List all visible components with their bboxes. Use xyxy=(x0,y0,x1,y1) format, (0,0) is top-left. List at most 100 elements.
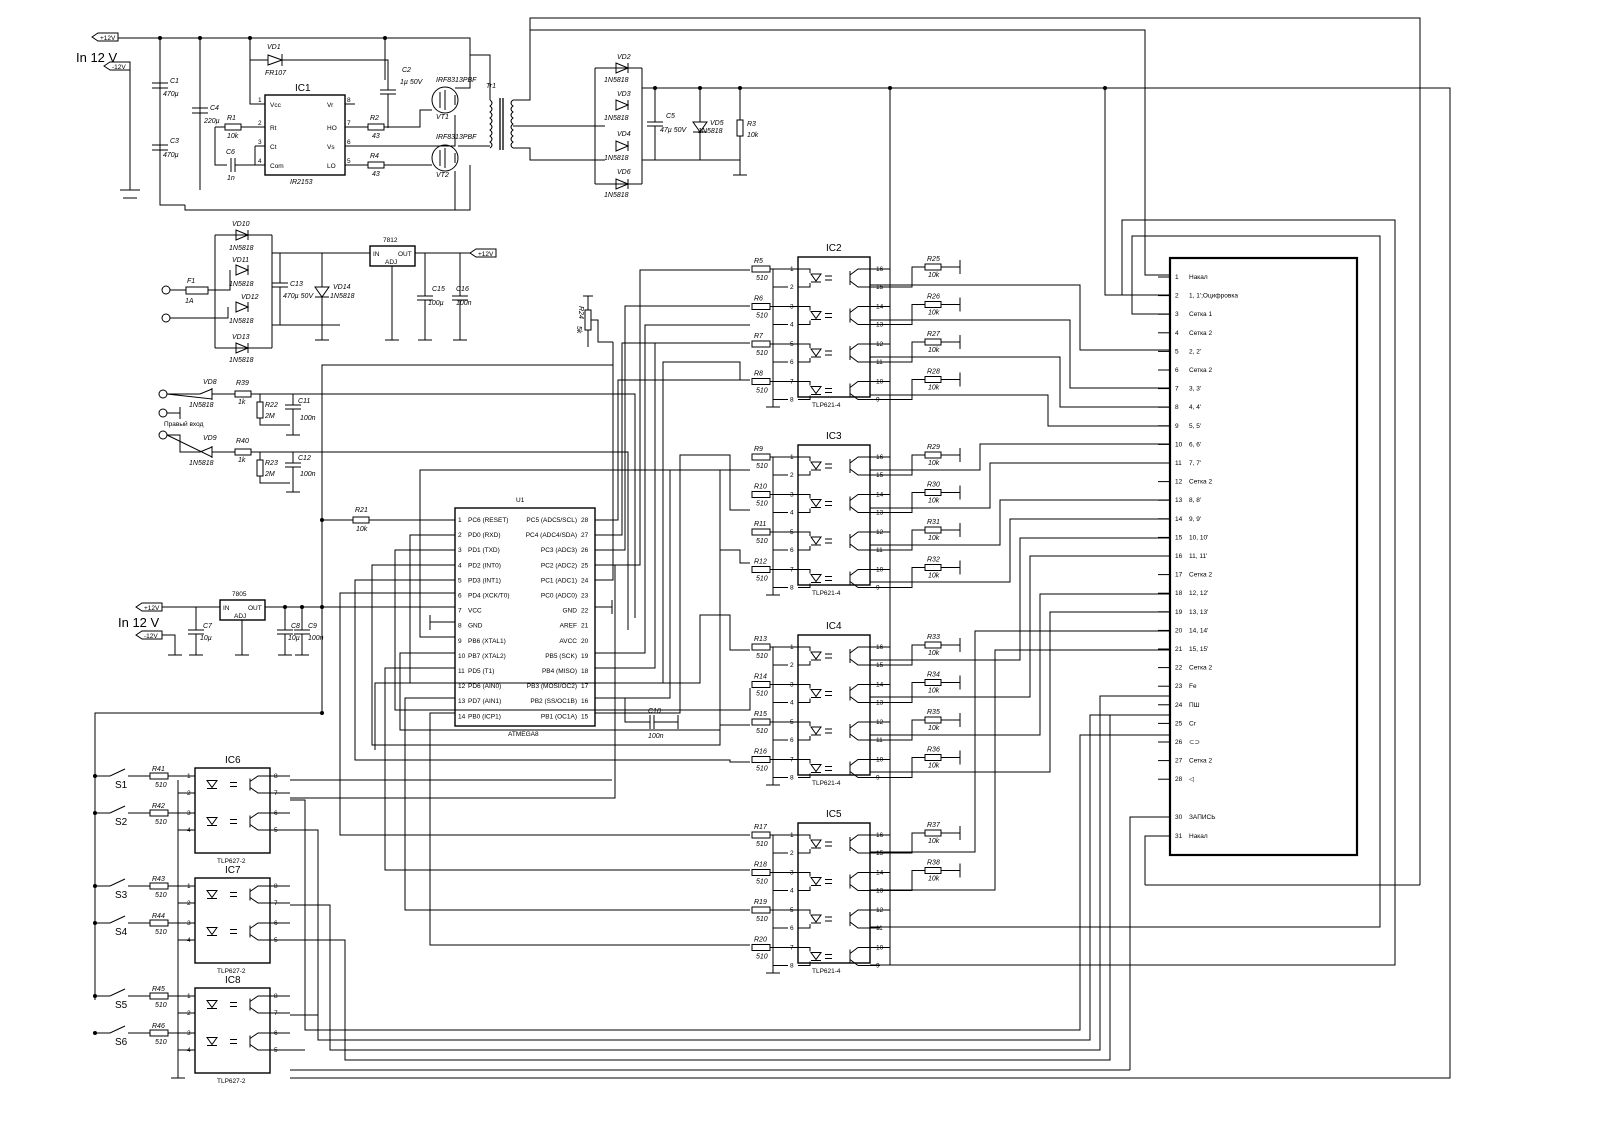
svg-text:+12V: +12V xyxy=(144,605,160,612)
svg-text:220µ: 220µ xyxy=(203,118,220,125)
connector-pin-num: 4 xyxy=(1175,330,1179,337)
tlp621-out-resistor: R25 xyxy=(927,256,940,263)
ic1-pin-num: 4 xyxy=(258,158,262,165)
connector-pin-label: 12, 12' xyxy=(1189,590,1208,597)
switch-resistor: R46 xyxy=(152,1023,165,1030)
tlp621-part: TLP621-4 xyxy=(812,590,841,597)
svg-text:+12V: +12V xyxy=(478,251,494,258)
tag-plus12-mid: +12V xyxy=(469,248,497,258)
u1-pin-num: 15 xyxy=(581,713,589,720)
u1-pin-num: 7 xyxy=(458,608,462,615)
u1-pin-num: 9 xyxy=(458,638,462,645)
ic1-pin-label: Com xyxy=(270,163,284,170)
connector-pin-num: 9 xyxy=(1175,423,1179,430)
connector-pin-num: 26 xyxy=(1175,739,1183,746)
svg-text:C5: C5 xyxy=(666,113,675,120)
connector-pin-num: 3 xyxy=(1175,311,1179,318)
connector-pin-label: Сетка 2 xyxy=(1189,330,1212,337)
svg-text:1N5818: 1N5818 xyxy=(604,155,629,162)
connector-pin-num: 22 xyxy=(1175,665,1183,672)
tlp621-out-resistor: R31 xyxy=(927,519,940,526)
svg-text:ADJ: ADJ xyxy=(385,259,397,266)
svg-text:IN: IN xyxy=(223,605,230,612)
svg-text:10k: 10k xyxy=(227,133,239,140)
svg-text:C11: C11 xyxy=(298,398,310,405)
svg-text:1N5818: 1N5818 xyxy=(229,357,254,364)
svg-text:R3: R3 xyxy=(747,121,756,128)
tlp621-in-resistor-value: 510 xyxy=(756,275,768,282)
switch-label: S5 xyxy=(115,1000,128,1011)
tlp621-in-resistor: R6 xyxy=(754,296,763,303)
ic1-pin-num: 1 xyxy=(258,97,262,104)
tlp621-pin-num: 8 xyxy=(790,775,794,782)
svg-text:43: 43 xyxy=(372,133,380,140)
u1-pin-label: PC1 (ADC1) xyxy=(541,577,577,584)
tlp621-in-resistor: R19 xyxy=(754,899,767,906)
svg-text:43: 43 xyxy=(372,171,380,178)
tlp627-part: TLP627-2 xyxy=(217,858,246,865)
u1-pin-num: 6 xyxy=(458,593,462,600)
tlp621-in-resistor-value: 510 xyxy=(756,879,768,886)
tlp621-in-resistor-value: 510 xyxy=(756,841,768,848)
bus-wires xyxy=(290,269,751,946)
ic1-pin-num: 3 xyxy=(258,139,262,146)
connector-pin-num: 2 xyxy=(1175,293,1179,300)
svg-text:1N5818: 1N5818 xyxy=(229,318,254,325)
tlp621-out-resistor-value: 10k xyxy=(928,272,940,279)
u1-pin-num: 1 xyxy=(458,517,462,524)
connector-pin-num: 13 xyxy=(1175,497,1183,504)
tlp621-in-resistor: R11 xyxy=(754,521,766,528)
connector-pin-label: 3, 3' xyxy=(1189,386,1201,393)
tlp621-out-resistor-value: 10k xyxy=(928,385,940,392)
ic1-pin-label: LO xyxy=(327,163,336,170)
tlp621-pin-num: 8 xyxy=(790,397,794,404)
switch-resistor-value: 510 xyxy=(155,929,167,936)
connector-block xyxy=(1168,256,1359,857)
u1-pin-label: PB7 (XTAL2) xyxy=(468,653,506,660)
ic1-pin-label: Ct xyxy=(270,144,277,151)
svg-text:R23: R23 xyxy=(265,460,278,467)
tlp627-chip xyxy=(194,987,271,1074)
connector-pin-label: 8, 8' xyxy=(1189,497,1201,504)
connector-pin-label: 1, 1';Оцифровка xyxy=(1189,293,1238,300)
svg-text:Tr1: Tr1 xyxy=(486,83,496,90)
ic1-part: IR2153 xyxy=(290,179,313,186)
connector-pin-label: Сетка 2 xyxy=(1189,479,1212,486)
svg-text:VT1: VT1 xyxy=(436,114,449,121)
tlp621-in-resistor-value: 510 xyxy=(756,954,768,961)
connector-pin-label: Сетка 2 xyxy=(1189,367,1212,374)
connector-pin-label: 11, 11' xyxy=(1189,553,1207,560)
tlp621-in-resistor-value: 510 xyxy=(756,501,768,508)
tlp627-name: IC7 xyxy=(225,865,241,876)
connector-pin-label: ⊂⊃ xyxy=(1189,739,1200,746)
u1-pin-num: 5 xyxy=(458,577,462,584)
u1-pin-label: PB4 (MISO) xyxy=(542,668,577,675)
svg-text:10k: 10k xyxy=(747,132,759,139)
switch-resistor: R43 xyxy=(152,876,165,883)
connector-pin-num: 18 xyxy=(1175,590,1183,597)
tlp621-in-resistor: R12 xyxy=(754,559,767,566)
tlp621-name: IC4 xyxy=(826,621,842,632)
svg-text:IRF8313PBF: IRF8313PBF xyxy=(436,134,477,141)
tlp621-in-resistor: R16 xyxy=(754,749,767,756)
svg-text:C10: C10 xyxy=(648,708,661,715)
tlp621-out-resistor: R33 xyxy=(927,634,940,641)
connector-pin-num: 10 xyxy=(1175,441,1183,448)
tlp621-chip xyxy=(797,634,871,776)
tlp621-in-resistor: R20 xyxy=(754,937,767,944)
u1-pin-label: PD1 (TXD) xyxy=(468,547,500,554)
tlp621-out-resistor: R34 xyxy=(927,672,940,679)
tlp621-out-resistor-value: 10k xyxy=(928,876,940,883)
connector-pin-label: 15, 15' xyxy=(1189,646,1208,653)
tlp621-pin-num: 6 xyxy=(790,925,794,932)
svg-text:IN: IN xyxy=(373,251,380,258)
svg-text:1µ 50V: 1µ 50V xyxy=(400,79,424,86)
connector-pin-num: 11 xyxy=(1175,460,1182,467)
connector-pin-num: 31 xyxy=(1175,833,1183,840)
svg-text:VD5: VD5 xyxy=(710,120,724,127)
tlp621-chip xyxy=(797,256,871,398)
